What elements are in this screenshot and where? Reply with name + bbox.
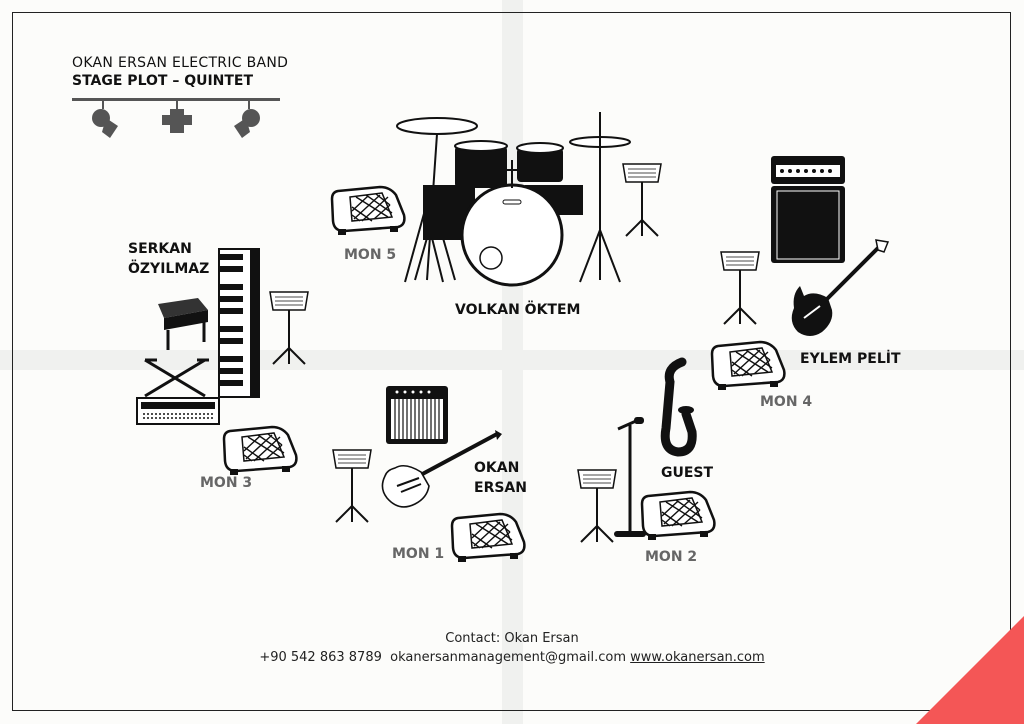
keys-label-line2: ÖZYILMAZ (128, 261, 210, 277)
keys-label-line1: SERKAN (128, 241, 192, 257)
guest-label: GUEST (661, 465, 714, 481)
music-stand-guest-icon (575, 468, 619, 544)
mon-3-label: MON 3 (200, 475, 253, 491)
piano-keyboard-icon (218, 248, 260, 398)
contact-phone: +90 542 863 8789 (259, 650, 382, 665)
music-stand-keys-icon (267, 290, 311, 366)
page-title: STAGE PLOT – QUINTET (72, 73, 254, 89)
guitarist-label-line2: ERSAN (474, 480, 527, 496)
electric-guitar-icon (381, 430, 502, 508)
monitor-1-icon (450, 512, 526, 564)
corner-accent (916, 616, 1024, 724)
contact-details: +90 542 863 8789 okanersanmanagement@gma… (0, 650, 1024, 665)
mon-4-label: MON 4 (760, 394, 813, 410)
bass-guitar-icon (791, 239, 890, 336)
guitarist-label-line1: OKAN (474, 460, 520, 476)
music-stand-drums-icon (620, 162, 664, 238)
band-name: OKAN ERSAN ELECTRIC BAND (72, 55, 289, 71)
website-link[interactable]: www.okanersan.com (630, 650, 765, 665)
saxophone-icon (660, 357, 697, 457)
mon-1-label: MON 1 (392, 546, 445, 562)
drummer-label: VOLKAN ÖKTEM (455, 302, 581, 318)
bassist-label: EYLEM PELİT (800, 351, 901, 367)
page-frame (12, 12, 1011, 711)
drum-kit-icon (396, 112, 631, 287)
monitor-2-icon (640, 490, 716, 542)
monitor-5-icon (330, 185, 406, 237)
music-stand-guitar-icon (330, 448, 374, 524)
piano-bench-icon (158, 298, 208, 350)
mon-5-label: MON 5 (344, 247, 397, 263)
guitar-amp-icon (386, 386, 448, 444)
lighting-rig-icon (72, 98, 280, 138)
keyboard-stand-icon (136, 358, 220, 425)
monitor-3-icon (222, 425, 298, 477)
monitor-4-icon (710, 340, 786, 392)
bass-amp-icon (771, 156, 845, 263)
microphone-stand-icon (614, 417, 646, 537)
contact-email[interactable]: okanersanmanagement@gmail.com (390, 650, 627, 665)
music-stand-bass-icon (718, 250, 762, 326)
mon-2-label: MON 2 (645, 549, 698, 565)
contact-name: Contact: Okan Ersan (445, 631, 579, 646)
